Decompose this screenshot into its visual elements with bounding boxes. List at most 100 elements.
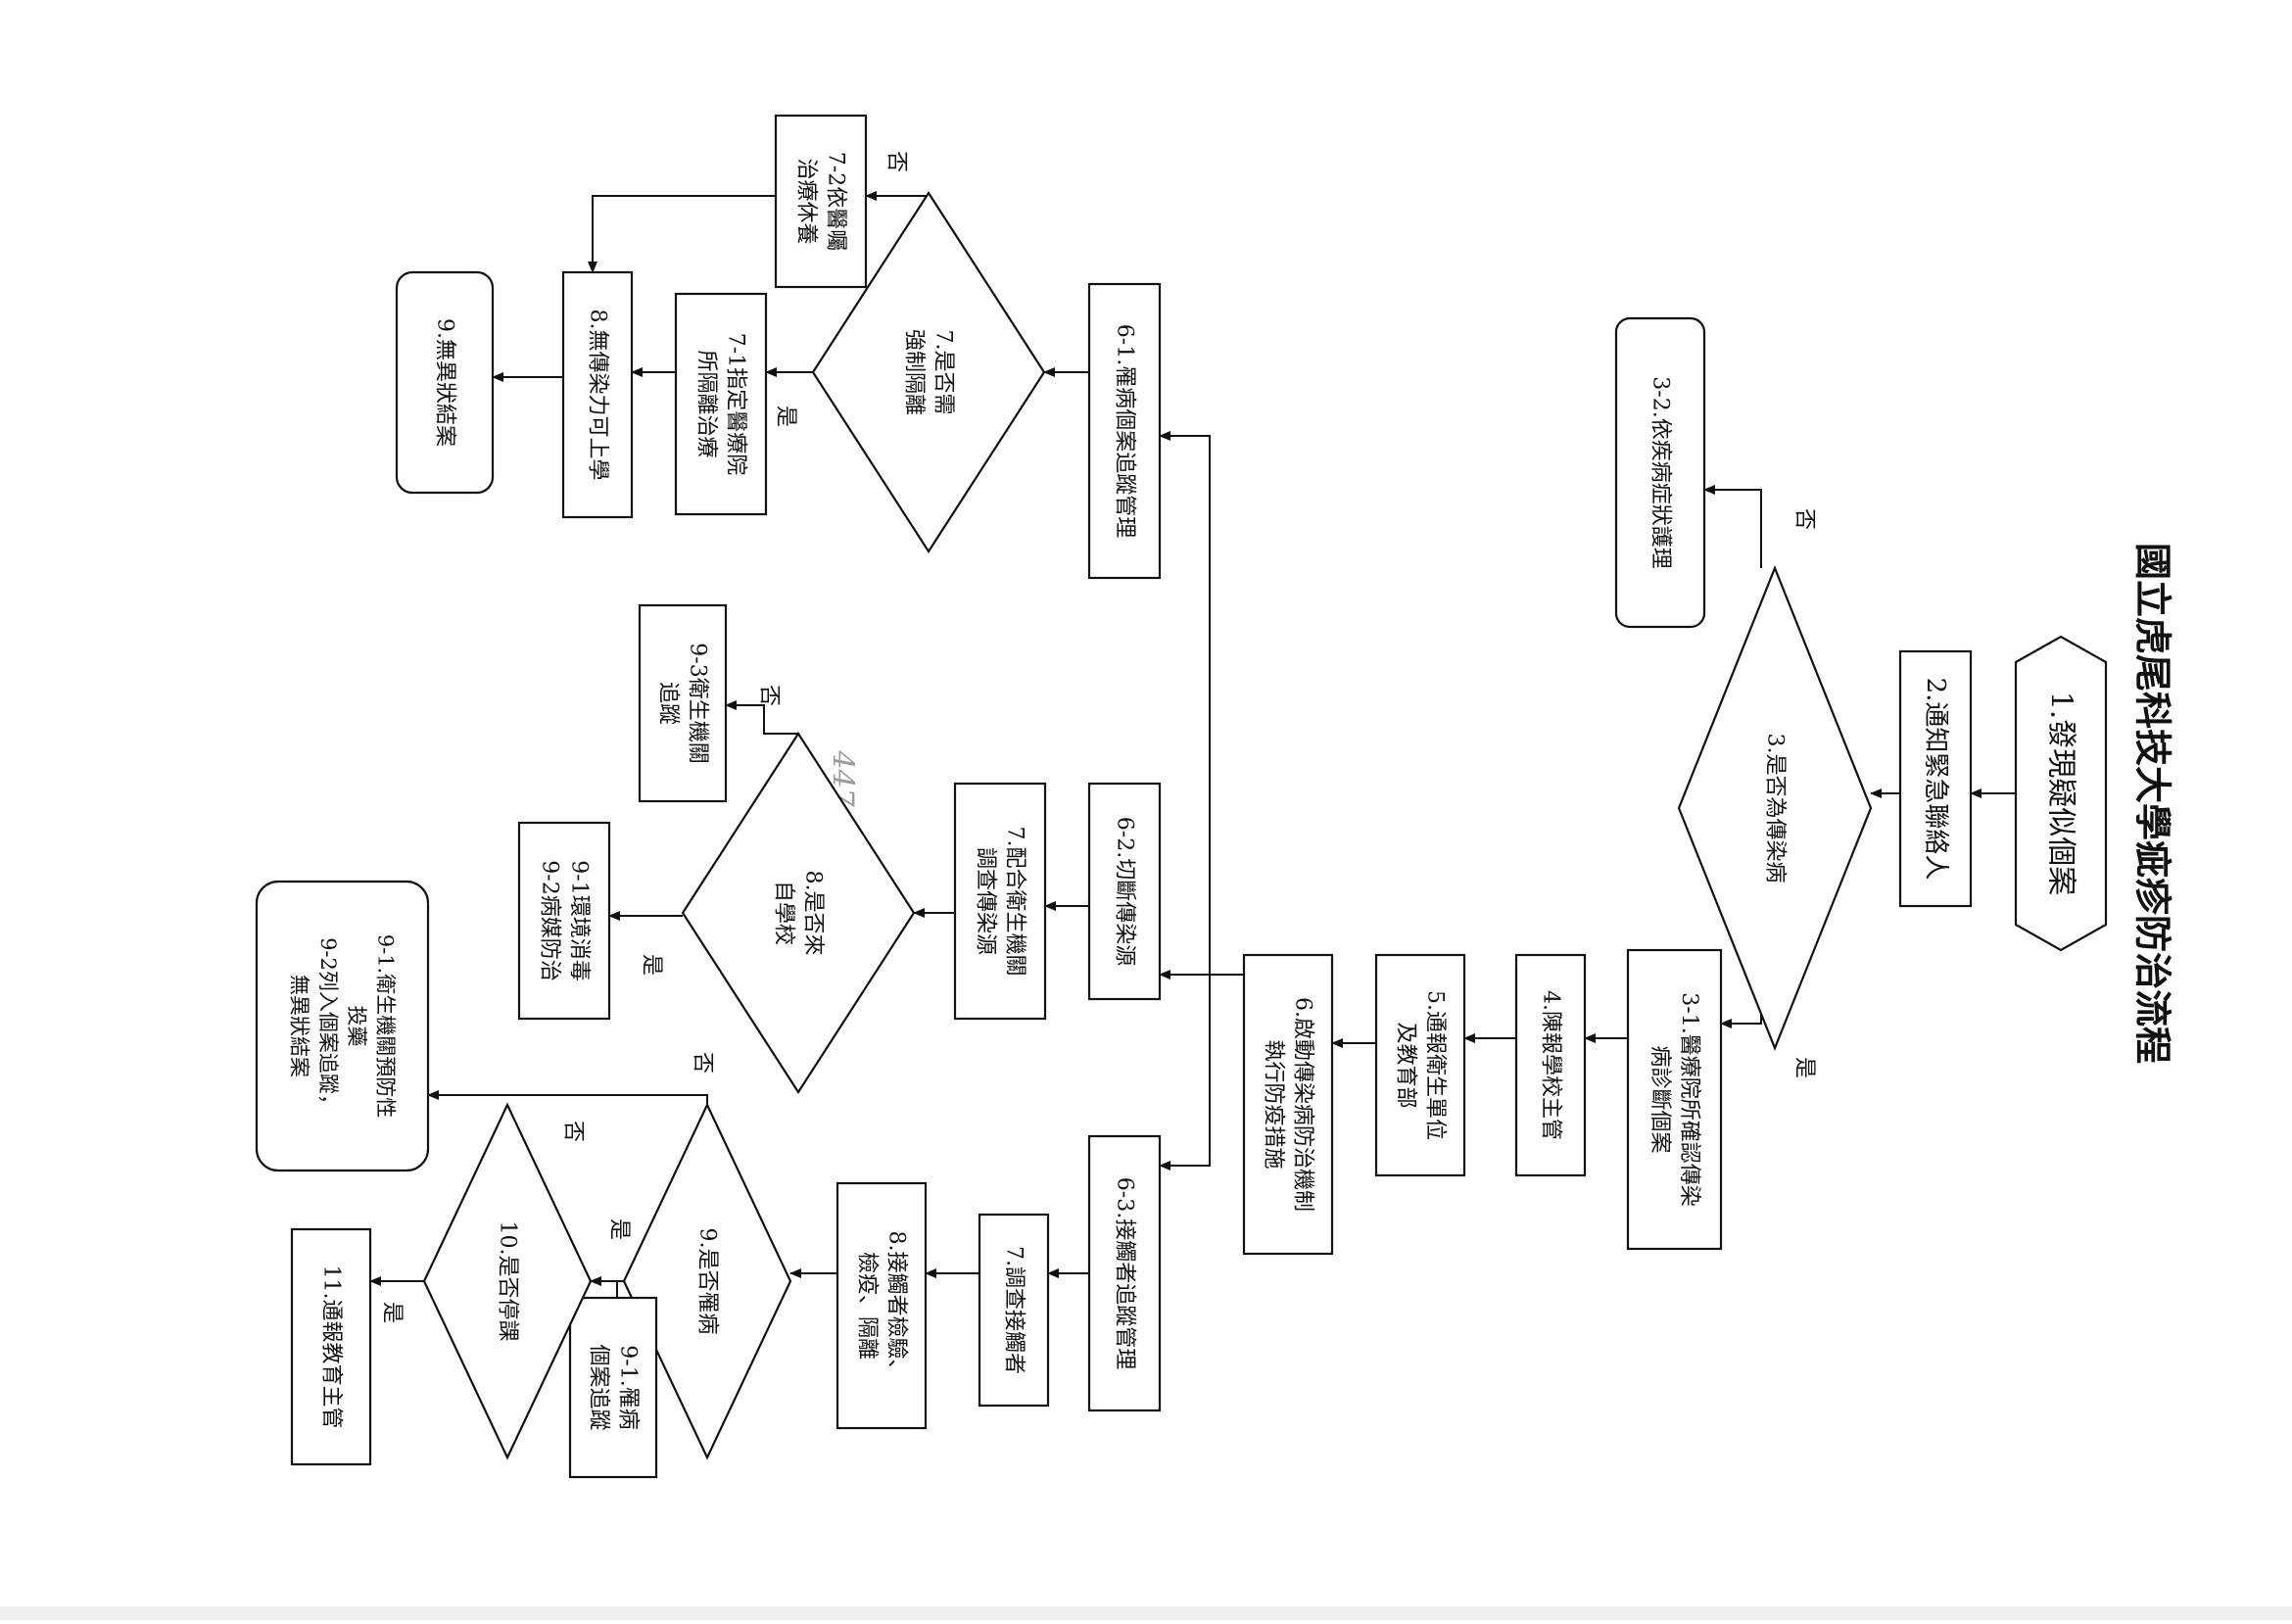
node-6-3-contact-tracking-line-1: 6-3.接觸者追蹤管理 — [1113, 1177, 1137, 1369]
node-3-2-symptom-care: 3-2.依疾病症狀護理 — [1614, 316, 1706, 629]
node-6-activate-mechanism-shape — [1242, 953, 1334, 1256]
node-3-1-confirm-diagnosis-line-1: 3-1.醫療院所確認傳染 — [1677, 992, 1701, 1206]
label-7-yes: 是 — [774, 406, 798, 427]
node-9-is-infected-shape — [622, 1102, 792, 1460]
node-9-1-case-followup-line-1: 9-1.罹病 — [615, 1345, 640, 1429]
node-11-notify-education: 11.通報教育主管 — [290, 1227, 372, 1466]
node-9-is-infected: 9.是否罹病 — [622, 1102, 792, 1460]
node-8-can-attend-shape — [561, 270, 634, 519]
node-6-activate-mechanism-line-2: 執行防疫措施 — [1262, 1039, 1286, 1169]
node-7-1-designated-hospital-line-1: 7-1指定醫療院 — [723, 333, 747, 475]
node-3-1-confirm-diagnosis-shape — [1626, 948, 1723, 1251]
node-9-1-case-followup-shape — [568, 1296, 658, 1479]
node-7-investigate-contacts: 7.調查接觸者 — [978, 1213, 1050, 1408]
node-6-1-patient-tracking-shape — [1087, 282, 1162, 580]
node-5-notify-health-unit-shape — [1374, 953, 1466, 1177]
node-7-2-rest-treatment-line-2: 治療休養 — [794, 158, 819, 244]
page-title: 國立虎尾科技大學疵疹防治流程 — [2131, 543, 2175, 1064]
node-11-notify-education-line-1: 11.通報教育主管 — [319, 1266, 344, 1429]
node-9-1-disinfection-line-1: 9-1環境消毒 — [566, 860, 591, 980]
label-7-no: 否 — [884, 151, 909, 172]
node-4-report-supervisor-text: 4.陳報學校主管 — [1539, 990, 1563, 1140]
node-9-close-case-line-1: 9.無異狀結案 — [433, 318, 457, 447]
node-9-is-infected-line-1: 9.是否罹病 — [695, 1228, 720, 1335]
node-5-notify-health-unit-line-1: 5.通報衛生單位 — [1422, 990, 1447, 1140]
edge-7-no-to-7-2 — [865, 191, 930, 201]
label-9-no: 否 — [691, 1052, 715, 1074]
node-10-suspend-class-text: 10.是否停課 — [496, 1221, 520, 1342]
edge-9q-no-to-preventive — [427, 1090, 708, 1105]
node-2-notify-contact-shape — [1898, 649, 1973, 908]
node-3-is-infectious-text: 3.是否為傳染病 — [1763, 734, 1788, 884]
node-1-discover-case-shape — [2014, 635, 2108, 952]
label-3-no: 否 — [1792, 508, 1817, 530]
node-9-is-infected-text: 9.是否罹病 — [695, 1228, 720, 1335]
edge-7-2-to-8 — [588, 195, 776, 273]
node-9-preventive-medication-line-1: 9-1.衛生機關預防性 — [374, 934, 398, 1119]
node-2-notify-contact-line-1: 2.通知緊急聯絡人 — [1921, 678, 1950, 881]
node-8-contact-testing-text: 8.接觸者檢驗、檢疫、隔離 — [855, 1231, 909, 1381]
node-3-is-infectious-line-1: 3.是否為傳染病 — [1763, 734, 1788, 884]
node-4-report-supervisor-line-1: 4.陳報學校主管 — [1539, 990, 1563, 1140]
node-9-close-case-shape — [395, 270, 495, 495]
node-3-is-infectious-shape — [1677, 565, 1873, 1051]
node-8-contact-testing-line-1: 8.接觸者檢驗、 — [883, 1231, 908, 1381]
node-6-2-cut-source-line-1: 6-2.切斷傳染源 — [1113, 817, 1137, 966]
node-9-preventive-medication-line-3: 9-2列入個案追蹤， — [316, 937, 340, 1115]
node-2-notify-contact: 2.通知緊急聯絡人 — [1898, 649, 1973, 908]
node-9-1-case-followup: 9-1.罹病個案追蹤 — [568, 1296, 658, 1479]
node-6-1-patient-tracking-line-1: 6-1.罹病個案追蹤管理 — [1113, 324, 1137, 538]
node-6-3-contact-tracking-text: 6-3.接觸者追蹤管理 — [1113, 1177, 1137, 1369]
node-6-2-cut-source-text: 6-2.切斷傳染源 — [1113, 817, 1137, 966]
node-6-3-contact-tracking-shape — [1087, 1134, 1162, 1412]
node-9-preventive-medication-shape — [255, 880, 430, 1172]
node-7-cooperate-investigation-line-1: 7.配合衛生機關 — [1002, 827, 1027, 977]
label-10-yes: 是 — [380, 1302, 405, 1323]
scan-edge — [0, 1606, 2292, 1620]
label-9-yes: 是 — [607, 1218, 632, 1240]
node-3-is-infectious: 3.是否為傳染病 — [1677, 565, 1873, 1051]
node-4-report-supervisor: 4.陳報學校主管 — [1514, 953, 1587, 1177]
node-9-preventive-medication-line-2: 投藥 — [345, 1006, 368, 1047]
label-3-yes: 是 — [1792, 1057, 1817, 1078]
node-8-can-attend: 8.無傳染力可上學 — [561, 270, 634, 519]
node-9-3-health-followup-line-2: 追蹤 — [656, 682, 681, 725]
node-10-suspend-class: 10.是否停課 — [422, 1102, 593, 1460]
node-11-notify-education-text: 11.通報教育主管 — [319, 1266, 344, 1429]
node-7-1-designated-hospital-shape — [674, 292, 768, 516]
node-6-2-cut-source: 6-2.切斷傳染源 — [1087, 782, 1162, 1001]
node-3-2-symptom-care-shape — [1614, 316, 1706, 629]
edge-8q-no-to-9-3 — [725, 700, 798, 735]
node-7-need-isolation-line-1: 7.是否需 — [931, 330, 955, 415]
node-3-1-confirm-diagnosis-line-2: 病診斷個案 — [1647, 1045, 1672, 1153]
node-9-3-health-followup-shape — [638, 603, 728, 803]
node-10-suspend-class-shape — [422, 1102, 593, 1460]
node-6-1-patient-tracking: 6-1.罹病個案追蹤管理 — [1087, 282, 1162, 580]
node-8-from-school-line-1: 8.是否來 — [800, 871, 825, 956]
node-7-cooperate-investigation-line-2: 調查傳染源 — [974, 847, 998, 955]
node-7-cooperate-investigation-shape — [953, 782, 1047, 1021]
node-6-activate-mechanism-line-1: 6.啟動傳染病防治機制 — [1290, 997, 1314, 1212]
node-6-1-patient-tracking-text: 6-1.罹病個案追蹤管理 — [1113, 324, 1137, 538]
node-9-preventive-medication-line-4: 無異狀結案 — [287, 975, 310, 1077]
